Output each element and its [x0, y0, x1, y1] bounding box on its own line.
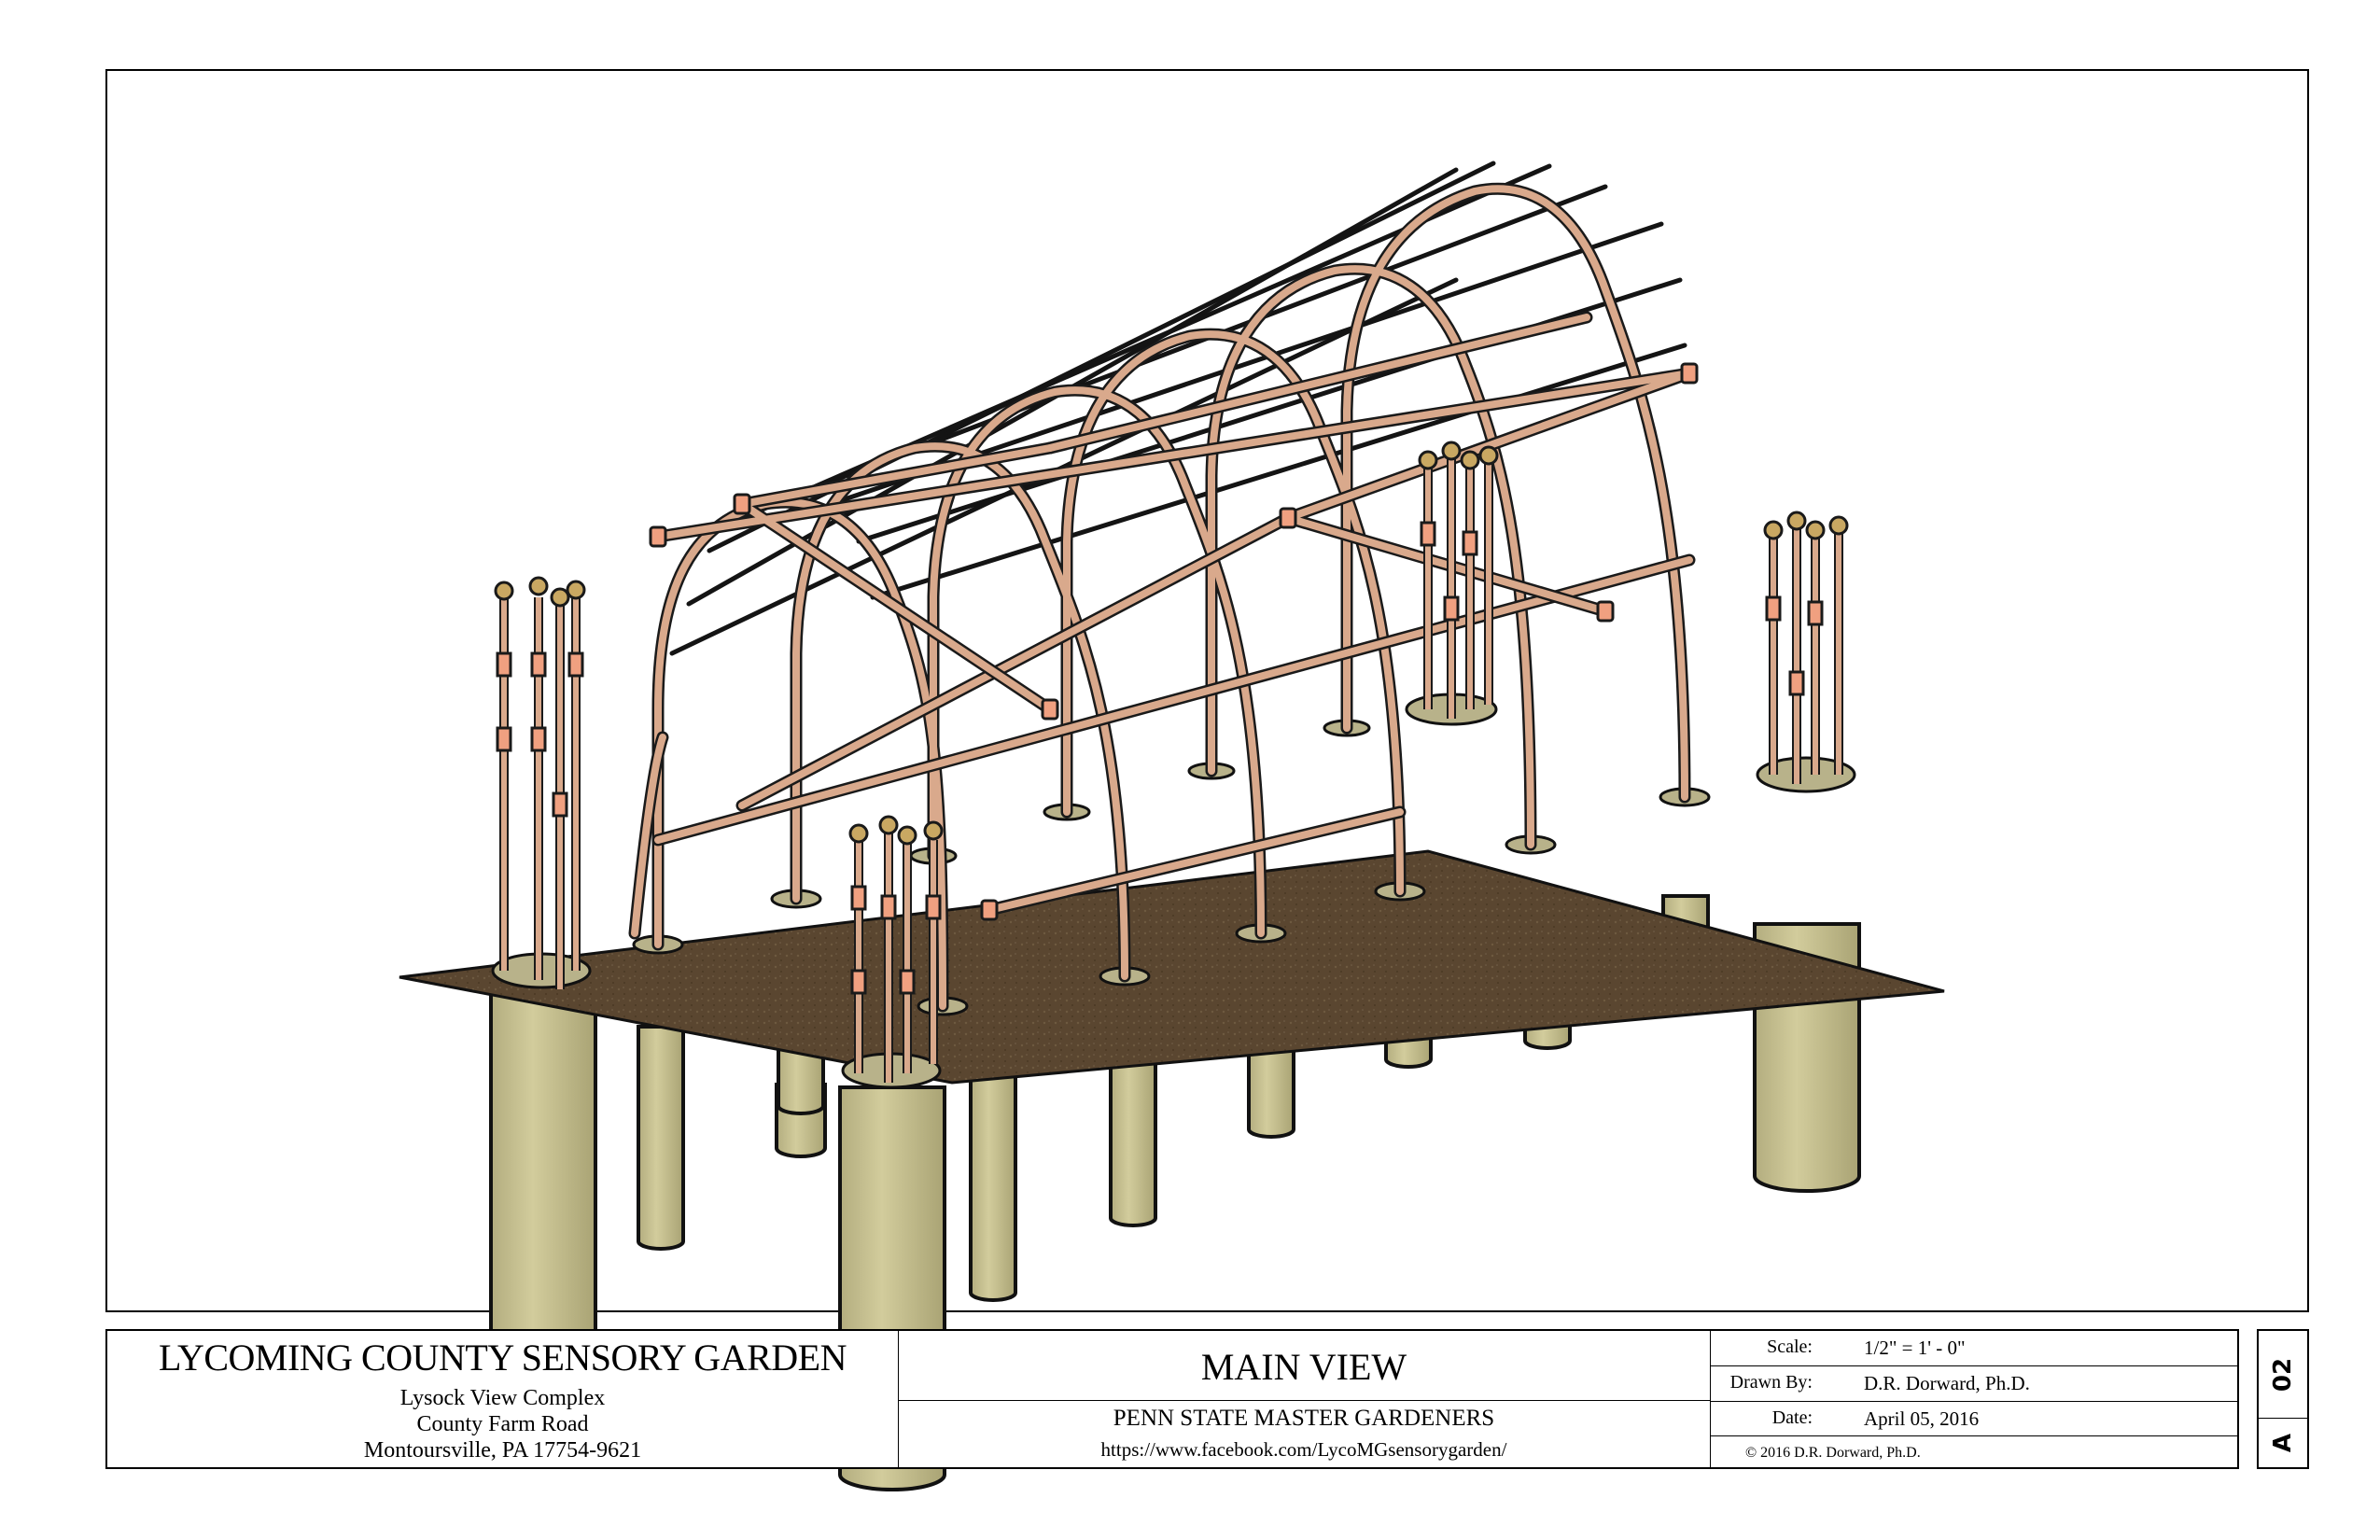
- divider: [1710, 1435, 2237, 1436]
- facebook-url[interactable]: https://www.facebook.com/LycoMGsensoryga…: [1100, 1437, 1507, 1461]
- divider: [1710, 1331, 1711, 1467]
- divider: [1710, 1365, 2237, 1366]
- divider: [898, 1331, 899, 1467]
- project-title: LYCOMING COUNTY SENSORY GARDEN: [159, 1336, 847, 1379]
- title-block: LYCOMING COUNTY SENSORY GARDEN Lysock Vi…: [105, 1329, 2239, 1469]
- drawn-by-value: D.R. Dorward, Ph.D.: [1864, 1372, 2030, 1394]
- sheet-number-cell: 02: [2259, 1331, 2307, 1418]
- divider: [1710, 1401, 2237, 1402]
- divider: [2259, 1418, 2307, 1419]
- earth-slab: [399, 849, 1945, 1085]
- scale-value: 1/2" = 1' - 0": [1864, 1337, 1966, 1359]
- trellis-ladders-fill: [501, 457, 1841, 1083]
- finial-caps: [494, 441, 1849, 846]
- organization-name: PENN STATE MASTER GARDENERS: [1113, 1406, 1495, 1431]
- sheet-series: A: [2269, 1433, 2297, 1453]
- address-line-1: Lysock View Complex: [399, 1385, 606, 1410]
- info-section: Scale: 1/2" = 1' - 0" Drawn By: D.R. Dor…: [1710, 1331, 2237, 1467]
- upper-rails-fill: [654, 314, 1693, 713]
- view-section: MAIN VIEW PENN STATE MASTER GARDENERS ht…: [898, 1331, 1710, 1467]
- trellis-rungs: [496, 521, 1824, 995]
- pipe-fittings: [649, 362, 1699, 921]
- copyright-notice: © 2016 D.R. Dorward, Ph.D.: [1745, 1445, 1921, 1461]
- sheet-series-cell: A: [2259, 1419, 2307, 1467]
- sheet-number-box: 02 A: [2257, 1329, 2309, 1469]
- view-title: MAIN VIEW: [1200, 1345, 1407, 1388]
- project-section: LYCOMING COUNTY SENSORY GARDEN Lysock Vi…: [107, 1331, 898, 1467]
- address-line-2: County Farm Road: [416, 1411, 589, 1436]
- date-value: April 05, 2016: [1864, 1407, 1980, 1430]
- drawn-by-label: Drawn By:: [1729, 1372, 1813, 1393]
- divider: [898, 1400, 1710, 1401]
- sheet-number: 02: [2269, 1357, 2297, 1392]
- address-line-3: Montoursville, PA 17754-9621: [363, 1437, 642, 1463]
- scale-label: Scale:: [1767, 1337, 1813, 1357]
- rail-pipes-fill: [631, 514, 1693, 937]
- date-label: Date:: [1771, 1407, 1813, 1428]
